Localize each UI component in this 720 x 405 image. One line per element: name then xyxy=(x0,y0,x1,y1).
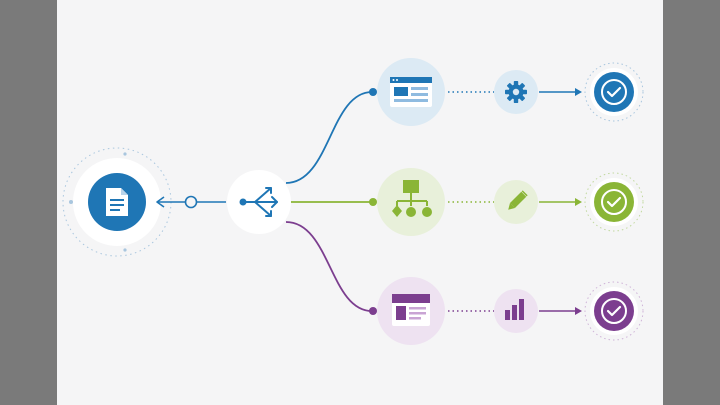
result-orbit-purple xyxy=(584,281,644,341)
branch-path-purple xyxy=(285,221,373,312)
stage-node-purple xyxy=(377,277,445,345)
split-arrows-icon xyxy=(239,187,278,217)
result-node-green xyxy=(584,172,644,232)
arrow-left-icon xyxy=(156,196,165,208)
action-node-purple xyxy=(494,289,538,333)
orbit-dot xyxy=(123,152,127,156)
result-node-purple xyxy=(584,281,644,341)
orbit-dot xyxy=(69,200,73,204)
backdrop-left xyxy=(0,0,57,405)
action-node-green xyxy=(494,180,538,224)
result-disc-purple xyxy=(594,291,634,331)
layout-card-icon xyxy=(392,294,430,326)
router-node xyxy=(227,170,291,234)
stage-node-green xyxy=(377,168,445,236)
branch-dot-blue xyxy=(369,88,377,96)
action-node-blue xyxy=(494,70,538,114)
arrow-right-icon xyxy=(575,307,582,315)
result-orbit-green xyxy=(584,172,644,232)
pencil-icon xyxy=(508,190,528,210)
source-connector xyxy=(156,195,226,209)
stage-node-blue xyxy=(377,58,445,126)
orbit-dot xyxy=(123,248,127,252)
result-disc-blue xyxy=(594,72,634,112)
checkmark-icon xyxy=(601,189,627,215)
result-node-blue xyxy=(584,62,644,122)
result-orbit-blue xyxy=(584,62,644,122)
junction-ring xyxy=(184,195,198,209)
source-node xyxy=(62,147,172,257)
arrow-right-icon xyxy=(575,88,582,96)
branch-path-blue xyxy=(285,91,373,184)
checkmark-icon xyxy=(601,298,627,324)
gear-icon xyxy=(505,81,527,103)
checkmark-icon xyxy=(601,79,627,105)
result-disc-green xyxy=(594,182,634,222)
bar-chart-icon xyxy=(505,299,524,320)
browser-window-icon xyxy=(390,77,432,107)
branch-dot-purple xyxy=(369,307,377,315)
arrow-right-icon xyxy=(575,198,582,206)
branch-dot-green xyxy=(369,198,377,206)
backdrop-right xyxy=(663,0,720,405)
document-icon xyxy=(106,188,128,216)
hierarchy-icon xyxy=(392,180,432,217)
